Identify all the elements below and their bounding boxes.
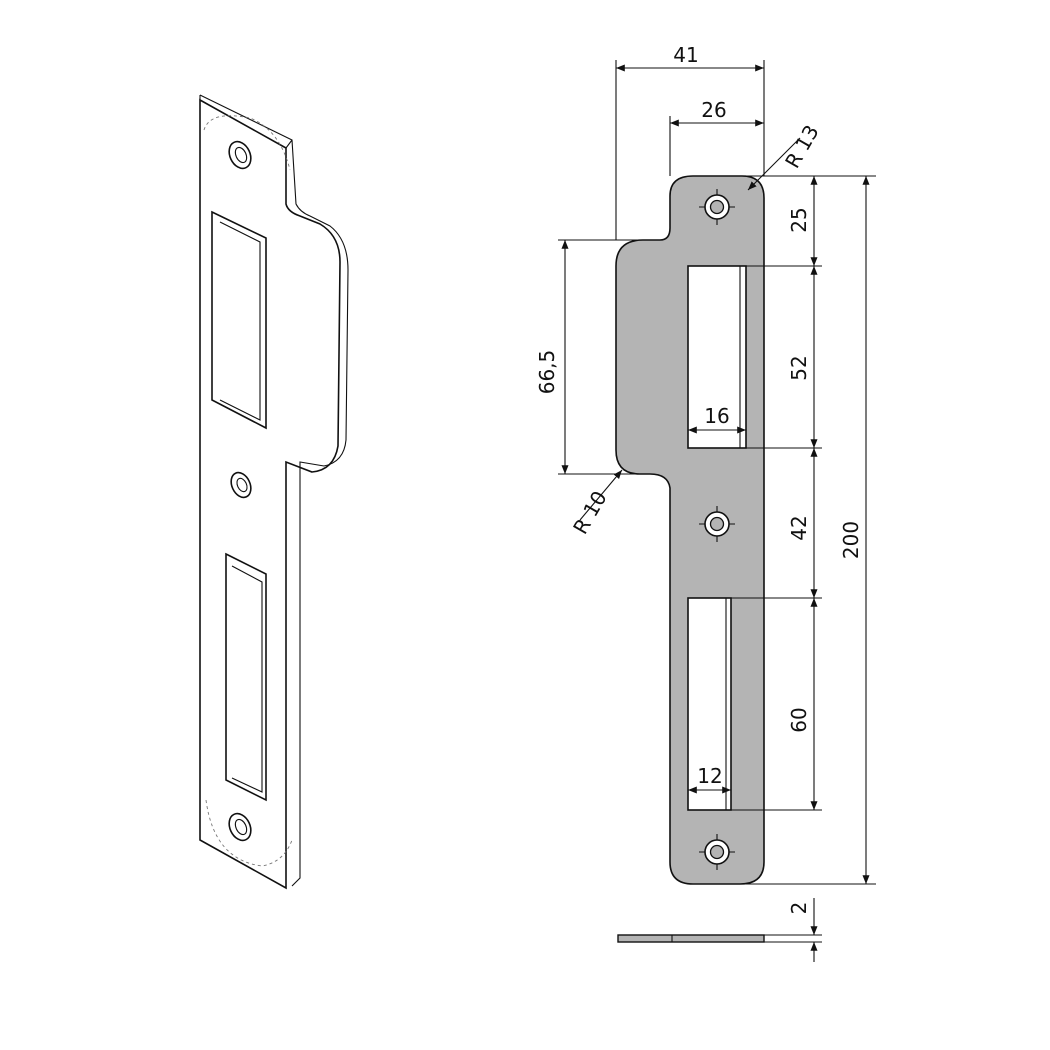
dim-label-60: 60: [787, 707, 811, 732]
dim-label-r10: R 10: [568, 487, 612, 539]
isometric-plate-back-edge: [199, 94, 349, 887]
dim-label-52: 52: [787, 355, 811, 380]
isometric-top-edge: [199, 95, 293, 149]
side-plate: [617, 934, 765, 943]
dim-label-16: 16: [704, 404, 729, 428]
dim-label-2: 2: [787, 902, 811, 915]
isometric-plate-outline: [199, 98, 341, 890]
front-screw-hole-bottom: [699, 834, 735, 870]
dim-label-42: 42: [787, 515, 811, 540]
dimension-lines: [558, 60, 876, 962]
isometric-screw-hole-top: [228, 140, 252, 170]
isometric-slot-upper: [211, 210, 267, 430]
side-view: [617, 934, 765, 943]
dim-label-26: 26: [701, 98, 726, 122]
isometric-slot-upper-inner: [219, 221, 261, 421]
front-screw-hole-top: [699, 189, 735, 225]
isometric-hidden-corner: [203, 115, 293, 867]
isometric-slot-lower-inner: [231, 565, 263, 793]
front-screw-hole-middle: [699, 506, 735, 542]
dim-label-200: 200: [839, 521, 863, 559]
isometric-slot-lower: [225, 552, 267, 802]
isometric-view: [199, 94, 349, 890]
dim-label-25: 25: [787, 207, 811, 232]
dim-label-12: 12: [697, 764, 722, 788]
dim-label-41: 41: [673, 43, 698, 67]
front-slot-upper: [687, 265, 747, 449]
dim-label-r13: R 13: [780, 121, 824, 173]
front-slot-lower: [687, 597, 732, 811]
dim-label-66-5: 66,5: [535, 350, 559, 395]
isometric-screw-hole-bottom: [228, 812, 252, 842]
front-view: [615, 175, 765, 885]
isometric-screw-hole-middle: [230, 471, 252, 499]
